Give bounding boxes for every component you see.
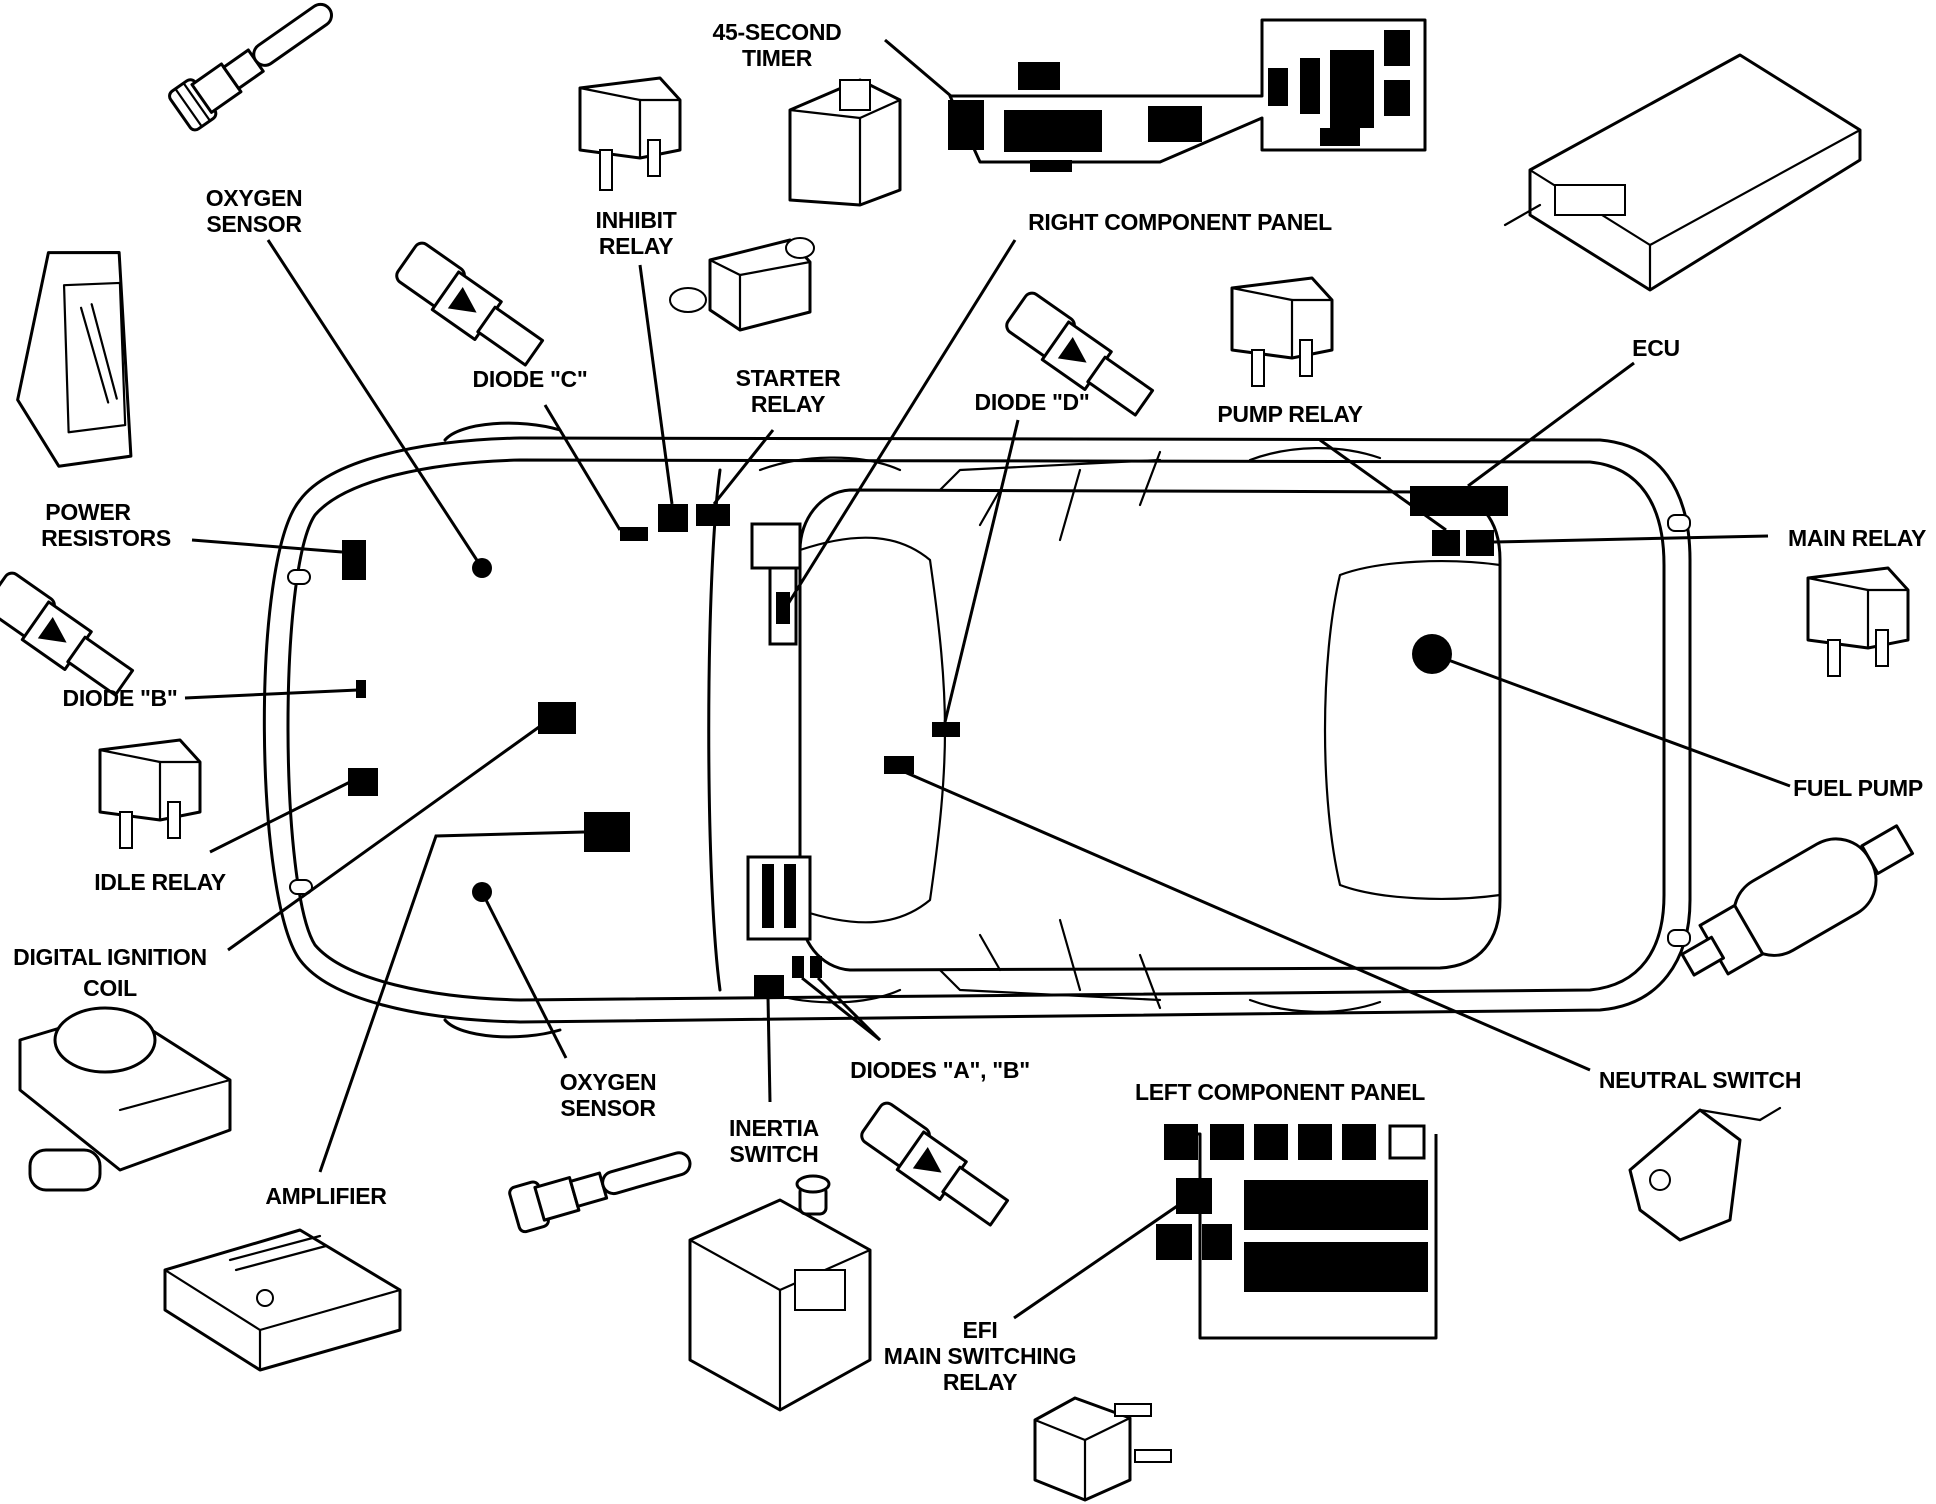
label-power-resistors-1: POWER (45, 499, 131, 525)
neutral-switch-icon (1628, 1106, 1782, 1242)
marker-diode-d (932, 722, 960, 737)
marker-digital-ignition-coil (538, 702, 576, 734)
marker-inhibit-relay (658, 504, 688, 532)
marker-diode-c (620, 527, 648, 541)
timer-icon (788, 78, 902, 207)
marker-diodes-ab (792, 956, 804, 978)
inertia-switch-icon (688, 1174, 872, 1412)
label-digital-ignition-coil-1: DIGITAL IGNITION (13, 944, 207, 970)
fuel-pump-icon (1680, 824, 1915, 977)
label-inertia-switch-2: SWITCH (730, 1141, 819, 1167)
label-efi-1: EFI (963, 1317, 998, 1343)
marker-right-component-panel (750, 522, 802, 570)
label-timer-2: TIMER (742, 45, 813, 71)
label-power-resistors-2: RESISTORS (41, 525, 171, 551)
marker-idle-relay (348, 768, 378, 796)
label-oxygen-sensor-bottom-1: OXYGEN (560, 1069, 657, 1095)
label-idle-relay: IDLE RELAY (94, 869, 226, 895)
starter-relay-icon (669, 237, 815, 332)
ignition-coil-icon (18, 1006, 232, 1192)
diode-d-icon (1005, 291, 1155, 417)
leader-lines (184, 38, 1791, 1320)
label-starter-relay-1: STARTER (736, 365, 841, 391)
label-right-component-panel: RIGHT COMPONENT PANEL (1028, 209, 1332, 235)
diode-c-icon (395, 241, 545, 367)
marker-amplifier (584, 812, 630, 852)
marker-starter-relay (696, 504, 730, 526)
idle-relay-icon (98, 738, 202, 849)
marker-main-relay (1466, 530, 1494, 556)
marker-left-component-panel (746, 855, 812, 941)
label-ecu: ECU (1632, 335, 1680, 361)
marker-ecu (1410, 486, 1508, 516)
left-component-panel-illustration (1156, 1124, 1438, 1340)
diodes-ab-icon (860, 1101, 1010, 1227)
label-neutral-switch: NEUTRAL SWITCH (1599, 1067, 1801, 1093)
label-left-component-panel: LEFT COMPONENT PANEL (1135, 1079, 1425, 1105)
pump-relay-icon (1230, 276, 1334, 387)
oxygen-sensor-icon-bottom (508, 1151, 692, 1234)
main-relay-icon (1806, 566, 1910, 677)
marker-power-resistors (342, 540, 366, 580)
right-component-panel-illustration (948, 18, 1427, 172)
label-efi-2: MAIN SWITCHING (884, 1343, 1077, 1369)
label-digital-ignition-coil-2: COIL (83, 975, 137, 1001)
marker-neutral-switch (884, 756, 914, 774)
marker-inertia-switch (754, 975, 784, 997)
marker-pump-relay (1432, 530, 1460, 556)
ecu-icon (1503, 53, 1862, 292)
marker-diode-b (356, 680, 366, 698)
label-starter-relay-2: RELAY (751, 391, 825, 417)
oxygen-sensor-icon-top (168, 2, 333, 132)
label-diode-c: DIODE "C" (473, 366, 588, 392)
label-main-relay: MAIN RELAY (1788, 525, 1926, 551)
diode-b-icon (0, 571, 135, 697)
labels: OXYGEN SENSOR 45-SECOND TIMER INHIBIT RE… (13, 19, 1926, 1395)
label-inhibit-relay-2: RELAY (599, 233, 673, 259)
car-outline (262, 421, 1692, 1039)
label-diode-d: DIODE "D" (975, 389, 1090, 415)
label-diode-b: DIODE "B" (63, 685, 178, 711)
efi-relay-icon (1033, 1396, 1172, 1502)
label-amplifier: AMPLIFIER (265, 1183, 387, 1209)
label-pump-relay: PUMP RELAY (1217, 401, 1362, 427)
label-oxygen-sensor-bottom-2: SENSOR (560, 1095, 656, 1121)
label-efi-3: RELAY (943, 1369, 1017, 1395)
component-markers (342, 486, 1508, 997)
amplifier-icon (163, 1228, 402, 1372)
label-timer-1: 45-SECOND (713, 19, 842, 45)
label-oxygen-sensor-top-1: OXYGEN (206, 185, 303, 211)
label-fuel-pump: FUEL PUMP (1793, 775, 1923, 801)
label-oxygen-sensor-top-2: SENSOR (206, 211, 302, 237)
label-diodes-ab: DIODES "A", "B" (850, 1057, 1030, 1083)
label-inhibit-relay-1: INHIBIT (596, 207, 677, 233)
inhibit-relay-icon (578, 76, 682, 191)
label-inertia-switch-1: INERTIA (729, 1115, 819, 1141)
ignition-module-icon (16, 251, 133, 468)
